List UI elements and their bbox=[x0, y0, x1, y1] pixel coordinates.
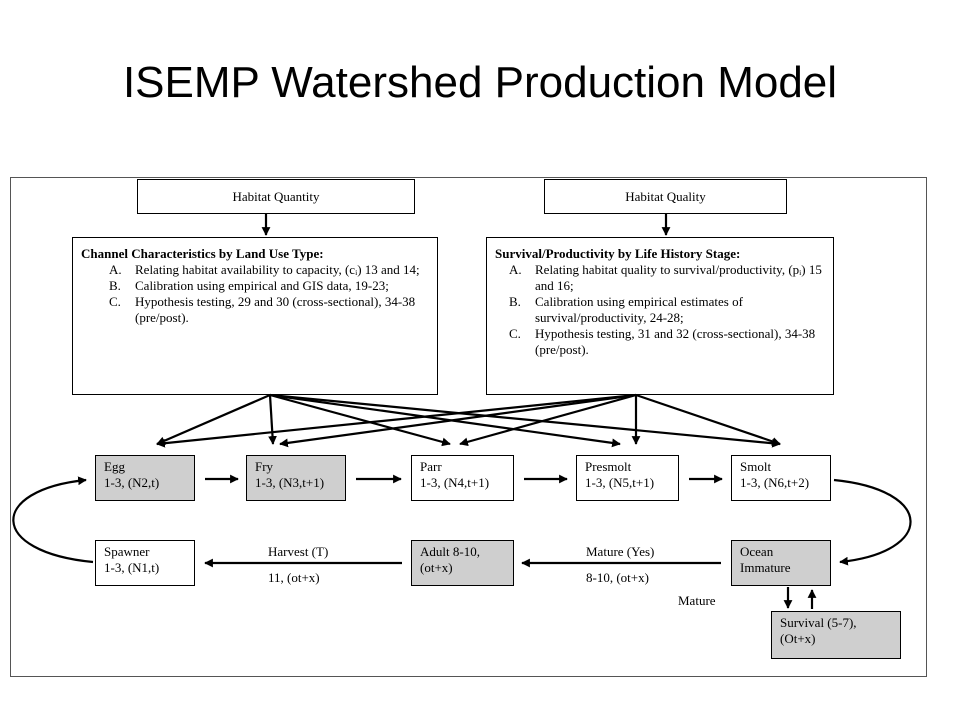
item-key: B. bbox=[109, 278, 121, 293]
channel-to-presmolt-arrow bbox=[269, 393, 621, 448]
channel-heading: Channel Characteristics by Land Use Type… bbox=[81, 246, 324, 261]
item-text: Relating habitat quality to survival/pro… bbox=[535, 262, 822, 293]
item-text: Hypothesis testing, 31 and 32 (cross-sec… bbox=[535, 326, 816, 357]
survival-stage-line: (Ot+x) bbox=[780, 631, 816, 646]
channel-to-smolt-arrow bbox=[269, 393, 781, 448]
survival-stage-box: Survival (5-7),(Ot+x) bbox=[771, 611, 901, 659]
smolt-line: 1-3, (N6,t+2) bbox=[740, 475, 810, 490]
parr-line: 1-3, (N4,t+1) bbox=[420, 475, 490, 490]
adult-line: (ot+x) bbox=[420, 560, 453, 575]
channel-characteristics-box: Channel Characteristics by Land Use Type… bbox=[72, 237, 438, 395]
survival-productivity-box: Survival/Productivity by Life History St… bbox=[486, 237, 834, 395]
survival-to-parr-arrow bbox=[459, 393, 637, 447]
survival-item: C. Hypothesis testing, 31 and 32 (cross-s… bbox=[509, 326, 825, 358]
item-text: Relating habitat availability to capacit… bbox=[135, 262, 420, 277]
item-key: B. bbox=[509, 294, 521, 309]
channel-to-egg-arrow bbox=[156, 393, 271, 446]
habitat-quantity-box: Habitat Quantity bbox=[137, 179, 415, 214]
ocean-name: Ocean bbox=[740, 544, 774, 559]
channel-item: A. Relating habitat availability to capac… bbox=[109, 262, 429, 278]
item-key: C. bbox=[109, 294, 121, 309]
channel-to-fry-arrow bbox=[268, 394, 277, 445]
smolt-to-ocean-arrow bbox=[833, 478, 912, 566]
item-text: Hypothesis testing, 29 and 30 (cross-sec… bbox=[135, 294, 416, 325]
channel-item: B. Calibration using empirical and GIS da… bbox=[109, 278, 429, 294]
survival-item: A. Relating habitat quality to survival/p… bbox=[509, 262, 825, 294]
spawner-name: Spawner bbox=[104, 544, 150, 559]
habitat-quality-box: Habitat Quality bbox=[544, 179, 787, 214]
mature-value-label: 8-10, (ot+x) bbox=[586, 570, 649, 585]
survival-to-smolt-arrow bbox=[635, 393, 781, 446]
adult-box: Adult 8-10,(ot+x) bbox=[411, 540, 514, 586]
channel-item: C. Hypothesis testing, 29 and 30 (cross-s… bbox=[109, 294, 429, 326]
model-figure bbox=[10, 177, 927, 677]
harvest-value-label: 11, (ot+x) bbox=[268, 570, 320, 585]
spawner-to-egg-arrow bbox=[12, 476, 94, 564]
channel-to-parr-arrow bbox=[269, 393, 451, 447]
smolt-name: Smolt bbox=[740, 459, 772, 474]
adult-name: Adult 8-10, bbox=[420, 544, 480, 559]
habitat-quantity-label: Habitat Quantity bbox=[232, 188, 320, 204]
egg-line: 1-3, (N2,t) bbox=[104, 475, 160, 490]
item-key: A. bbox=[509, 262, 522, 277]
item-key: A. bbox=[109, 262, 122, 277]
item-text: Calibration using empirical estimates of… bbox=[535, 294, 743, 325]
item-text: Calibration using empirical and GIS data… bbox=[135, 278, 389, 293]
ocean-line: Immature bbox=[740, 560, 791, 575]
fry-line: 1-3, (N3,t+1) bbox=[255, 475, 325, 490]
mature-side-label: Mature bbox=[678, 593, 716, 608]
harvest-label: Harvest (T) bbox=[268, 544, 329, 559]
parr-name: Parr bbox=[420, 459, 442, 474]
presmolt-name: Presmolt bbox=[585, 459, 632, 474]
presmolt-line: 1-3, (N5,t+1) bbox=[585, 475, 655, 490]
survival-to-egg-arrow bbox=[156, 393, 637, 448]
egg-name: Egg bbox=[104, 459, 125, 474]
survival-to-fry-arrow bbox=[279, 393, 637, 448]
slide-title: ISEMP Watershed Production Model bbox=[122, 58, 838, 107]
mature-yes-label: Mature (Yes) bbox=[586, 544, 655, 559]
spawner-line: 1-3, (N1,t) bbox=[104, 560, 160, 575]
survival-item: B. Calibration using empirical estimates … bbox=[509, 294, 825, 326]
item-key: C. bbox=[509, 326, 521, 341]
fry-name: Fry bbox=[255, 459, 274, 474]
survival-stage-name: Survival (5-7), bbox=[780, 615, 857, 630]
habitat-quality-label: Habitat Quality bbox=[625, 188, 706, 204]
survival-heading: Survival/Productivity by Life History St… bbox=[495, 246, 741, 261]
